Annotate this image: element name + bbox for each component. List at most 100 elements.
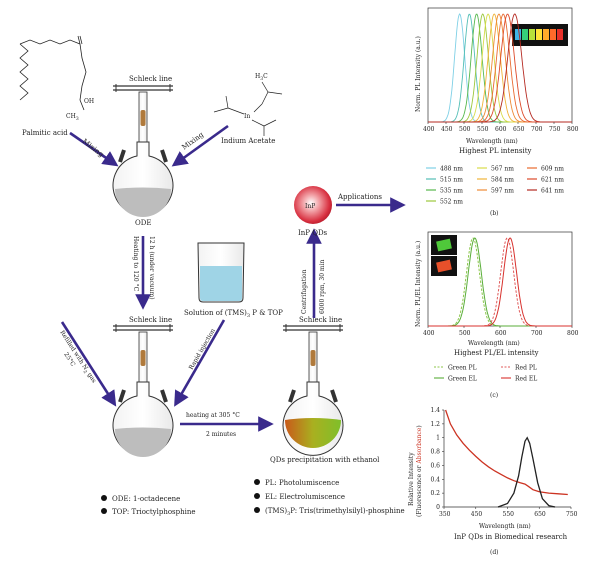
panel-b-xtick-label: 650 <box>513 126 525 133</box>
beaker <box>197 242 245 303</box>
panel-b-xtick-label: 550 <box>477 126 489 133</box>
panel-b-xtick-label: 400 <box>423 126 435 133</box>
panel-d-ytick-label: 0.4 <box>430 476 440 483</box>
rapid-injection-arrow <box>174 319 226 407</box>
panel-c-device-insets <box>431 235 457 276</box>
panel-c-xtick-label: 600 <box>495 330 507 337</box>
panel-b-xtick-label: 500 <box>459 126 471 133</box>
panel-b-title: Highest PL intensity <box>459 147 532 155</box>
panel-d-xtick-label: 650 <box>534 511 546 518</box>
panel-d-ylabel-1: Relative Intensity <box>408 452 415 506</box>
inp-label: InP <box>305 203 315 210</box>
panel-c-xtick-label: 800 <box>567 330 579 337</box>
panel-d-ytick-label: 1.2 <box>430 421 440 428</box>
panel-c-curve-red-el <box>428 237 572 327</box>
panel-d-ytick-label: 0.6 <box>430 462 440 469</box>
panel-b-legend-label: 515 nm <box>440 177 463 184</box>
panel-c-legend-label: Red EL <box>515 376 537 383</box>
abbrev-legend-left: ODE: 1-octadecene TOP: Trioctylphosphine <box>101 495 196 516</box>
indium-h3c: H3C <box>255 73 268 82</box>
schleck-line-3: Schleck line <box>299 316 342 324</box>
panel-d-ytick-label: 0.8 <box>430 449 440 456</box>
panel-b-legend-label: 641 nm <box>541 188 564 195</box>
mixing-left-label: Mixing <box>81 137 106 159</box>
inp-qds-label: InP QDs <box>298 229 328 237</box>
beaker-label: Solution of (TMS)3 P & TOP <box>184 309 283 319</box>
refilled-arrow <box>60 321 117 407</box>
mixing-right-label: Mixing <box>180 130 205 151</box>
panel-b-xlabel: Wavelength (nm) <box>466 138 518 145</box>
panel-b-legend-label: 567 nm <box>491 166 514 173</box>
legend-tms: (TMS)3P: Tris(trimethylsilyl)-phosphine <box>265 507 405 517</box>
panel-d-curve-absorbance <box>444 409 568 496</box>
panel-d-ytick-label: 0 <box>436 504 440 511</box>
flask-injection <box>112 324 174 457</box>
palmitic-oh: OH <box>84 98 94 105</box>
rpm-label: 6000 rpm, 30 min <box>319 259 326 314</box>
panel-d-ytick-label: 1.4 <box>430 407 440 414</box>
legend-top: TOP: Trioctylphosphine <box>112 508 196 516</box>
panel-b-legend-label: 609 nm <box>541 166 564 173</box>
panel-c-xtick-label: 500 <box>459 330 471 337</box>
schleck-line-1: Schleck line <box>129 75 172 83</box>
legend-pl: PL: Photolumiscence <box>265 479 339 487</box>
panel-d-curve-fluorescence <box>497 436 556 508</box>
panel-d-xtick-label: 750 <box>566 511 578 518</box>
panel-d-xlabel: Wavelength (nm) <box>479 523 531 530</box>
schleck-line-2: Schleck line <box>129 316 172 324</box>
flask-product <box>282 324 344 456</box>
panel-d-biomedical: 350 450 550 650 750 0 0.2 0.4 0.6 0.8 1 1.2 1.4 Wave… <box>408 407 578 556</box>
panel-b-tag: (b) <box>490 210 499 217</box>
panel-b-ylabel: Norm. PL Intensity (a.u.) <box>415 36 422 112</box>
panel-d-ytick-label: 1 <box>436 435 440 442</box>
palmitic-ch3: CH3 <box>66 113 79 122</box>
panel-d-tag: (d) <box>490 549 499 556</box>
applications-label: Applications <box>337 193 382 201</box>
panel-c-xlabel: Wavelength (nm) <box>468 340 520 347</box>
panel-d-xtick-label: 350 <box>439 511 451 518</box>
panel-b-legend-label: 535 nm <box>440 188 463 195</box>
ode-label: ODE <box>135 219 151 227</box>
panel-d-xtick-label: 550 <box>503 511 515 518</box>
panel-b-legend-label: 488 nm <box>440 166 463 173</box>
centrifugation-label: Centrifugation <box>301 269 308 314</box>
panel-c-legend-label: Green PL <box>448 365 477 372</box>
flask-ode <box>112 84 174 217</box>
panel-d-ylabel-2: (Fluorescence or Absorbance) <box>416 425 423 517</box>
heating-305-label: heating at 305 °C <box>186 412 240 419</box>
panel-b-xtick-label: 750 <box>549 126 561 133</box>
legend-el: EL: Electrolumiscence <box>265 493 345 501</box>
panel-c-xtick-label: 400 <box>423 330 435 337</box>
indium-acetate-structure: H3C In <box>213 73 283 136</box>
panel-c-tag: (c) <box>490 392 498 399</box>
panel-d-title: InP QDs in Biomedical research <box>454 533 568 541</box>
abbrev-legend-right: PL: Photolumiscence EL: Electrolumiscenc… <box>254 479 405 517</box>
panel-c-legend-label: Red PL <box>515 365 537 372</box>
rapid-injection-label: Rapid injection <box>188 327 217 371</box>
legend-ode: ODE: 1-octadecene <box>112 495 180 503</box>
inp-qd-sphere <box>294 186 332 224</box>
vacuum-label: 12 h (under vacuum) <box>148 236 155 300</box>
panel-b-curve-641 <box>428 13 572 123</box>
palmitic-acid-label: Palmitic acid <box>22 129 68 137</box>
panel-b-xtick-label: 600 <box>495 126 507 133</box>
panel-b-vials-inset <box>512 24 568 46</box>
two-minutes-label: 2 minutes <box>206 431 236 438</box>
panel-b-xtick-label: 800 <box>567 126 579 133</box>
panel-b-xtick-label: 700 <box>531 126 543 133</box>
refilled-label: Refilled with N2 gas <box>57 329 98 385</box>
panel-b-pl-spectra: 400 450 500 550 600 650 700 750 800 Wavelength (… <box>415 7 579 217</box>
panel-d-xtick-label: 450 <box>471 511 483 518</box>
panel-d-ytick-label: 0.2 <box>430 490 440 497</box>
panel-c-legend-label: Green EL <box>448 376 477 383</box>
indium-atom: In <box>244 113 250 120</box>
panel-b-legend-label: 621 nm <box>541 177 564 184</box>
panel-b-legend-label: 597 nm <box>491 188 514 195</box>
panel-b-xtick-label: 450 <box>441 126 453 133</box>
panel-c-ylabel: Norm. PL/EL Intensity (a.u.) <box>415 241 422 327</box>
palmitic-acid-structure: OH CH3 <box>19 35 94 122</box>
panel-c-xtick-label: 700 <box>531 330 543 337</box>
indium-acetate-label: Indium Acetate <box>221 137 275 145</box>
